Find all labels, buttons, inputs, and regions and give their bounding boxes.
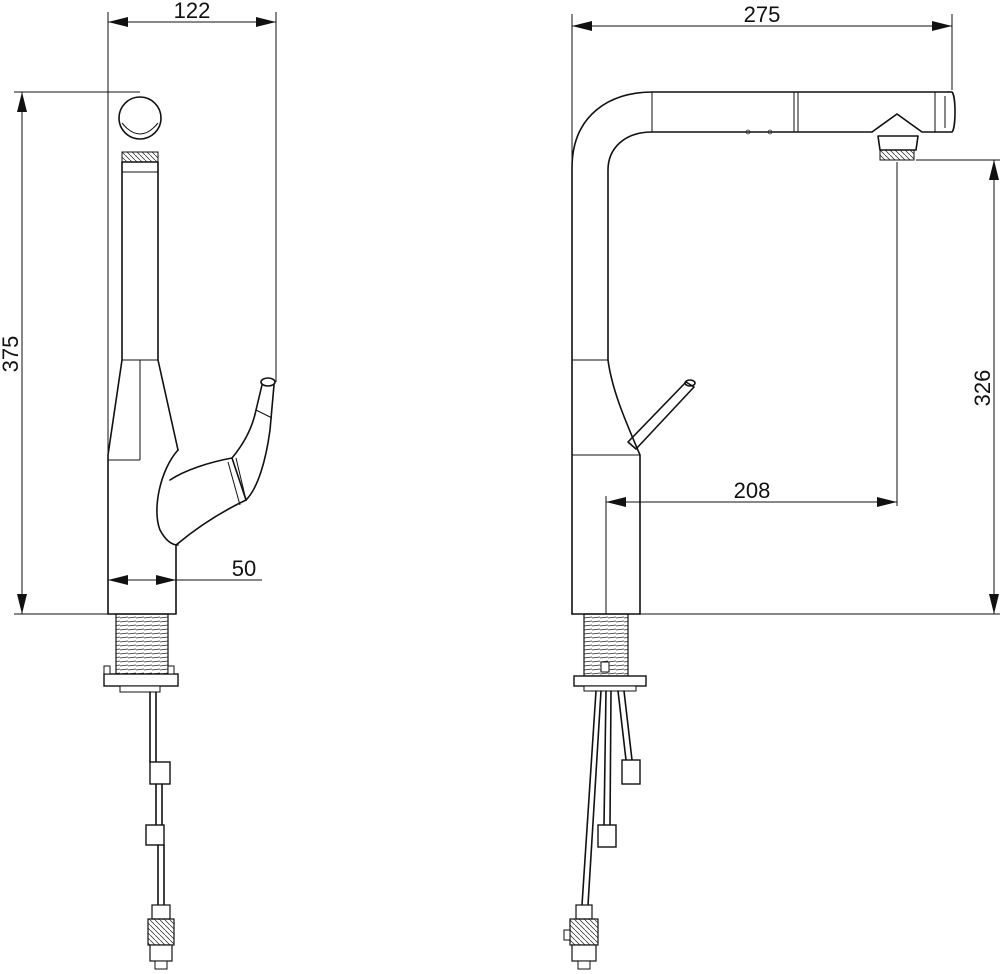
- dimension-front-reach-label: 208: [734, 478, 771, 503]
- side-view-extension-lines: [14, 12, 277, 615]
- dimension-side-height: 375: [0, 92, 27, 614]
- side-view-shank: [103, 613, 179, 693]
- dimension-front-width-label: 275: [744, 2, 781, 27]
- front-view-body: [571, 91, 956, 615]
- dimension-base-width-label: 50: [232, 556, 256, 581]
- side-view-hoses: [145, 691, 175, 970]
- dimension-side-height-label: 375: [0, 336, 23, 373]
- dimension-front-width: 275: [572, 2, 952, 31]
- side-view: 122 375 50: [0, 0, 277, 970]
- front-view-extension-lines: [571, 14, 1000, 615]
- front-view-hoses: [563, 690, 641, 970]
- side-view-connector: [147, 904, 175, 970]
- dimension-side-width-label: 122: [174, 0, 211, 23]
- front-view-connector: [563, 904, 599, 970]
- dimension-front-reach: 208: [606, 478, 897, 507]
- front-view-shank: [573, 613, 647, 692]
- front-view-spray-head: [871, 113, 936, 161]
- dimension-front-spout-height: 326: [970, 160, 999, 614]
- dimension-side-width: 122: [108, 0, 276, 27]
- dimension-front-spout-height-label: 326: [970, 370, 995, 407]
- dimension-base-width: 50: [108, 556, 262, 585]
- front-view: 275 326 208: [563, 2, 1000, 970]
- side-view-body: [107, 161, 179, 615]
- side-view-head: [118, 96, 162, 163]
- side-view-lever: [156, 377, 276, 546]
- front-view-lever: [627, 379, 696, 450]
